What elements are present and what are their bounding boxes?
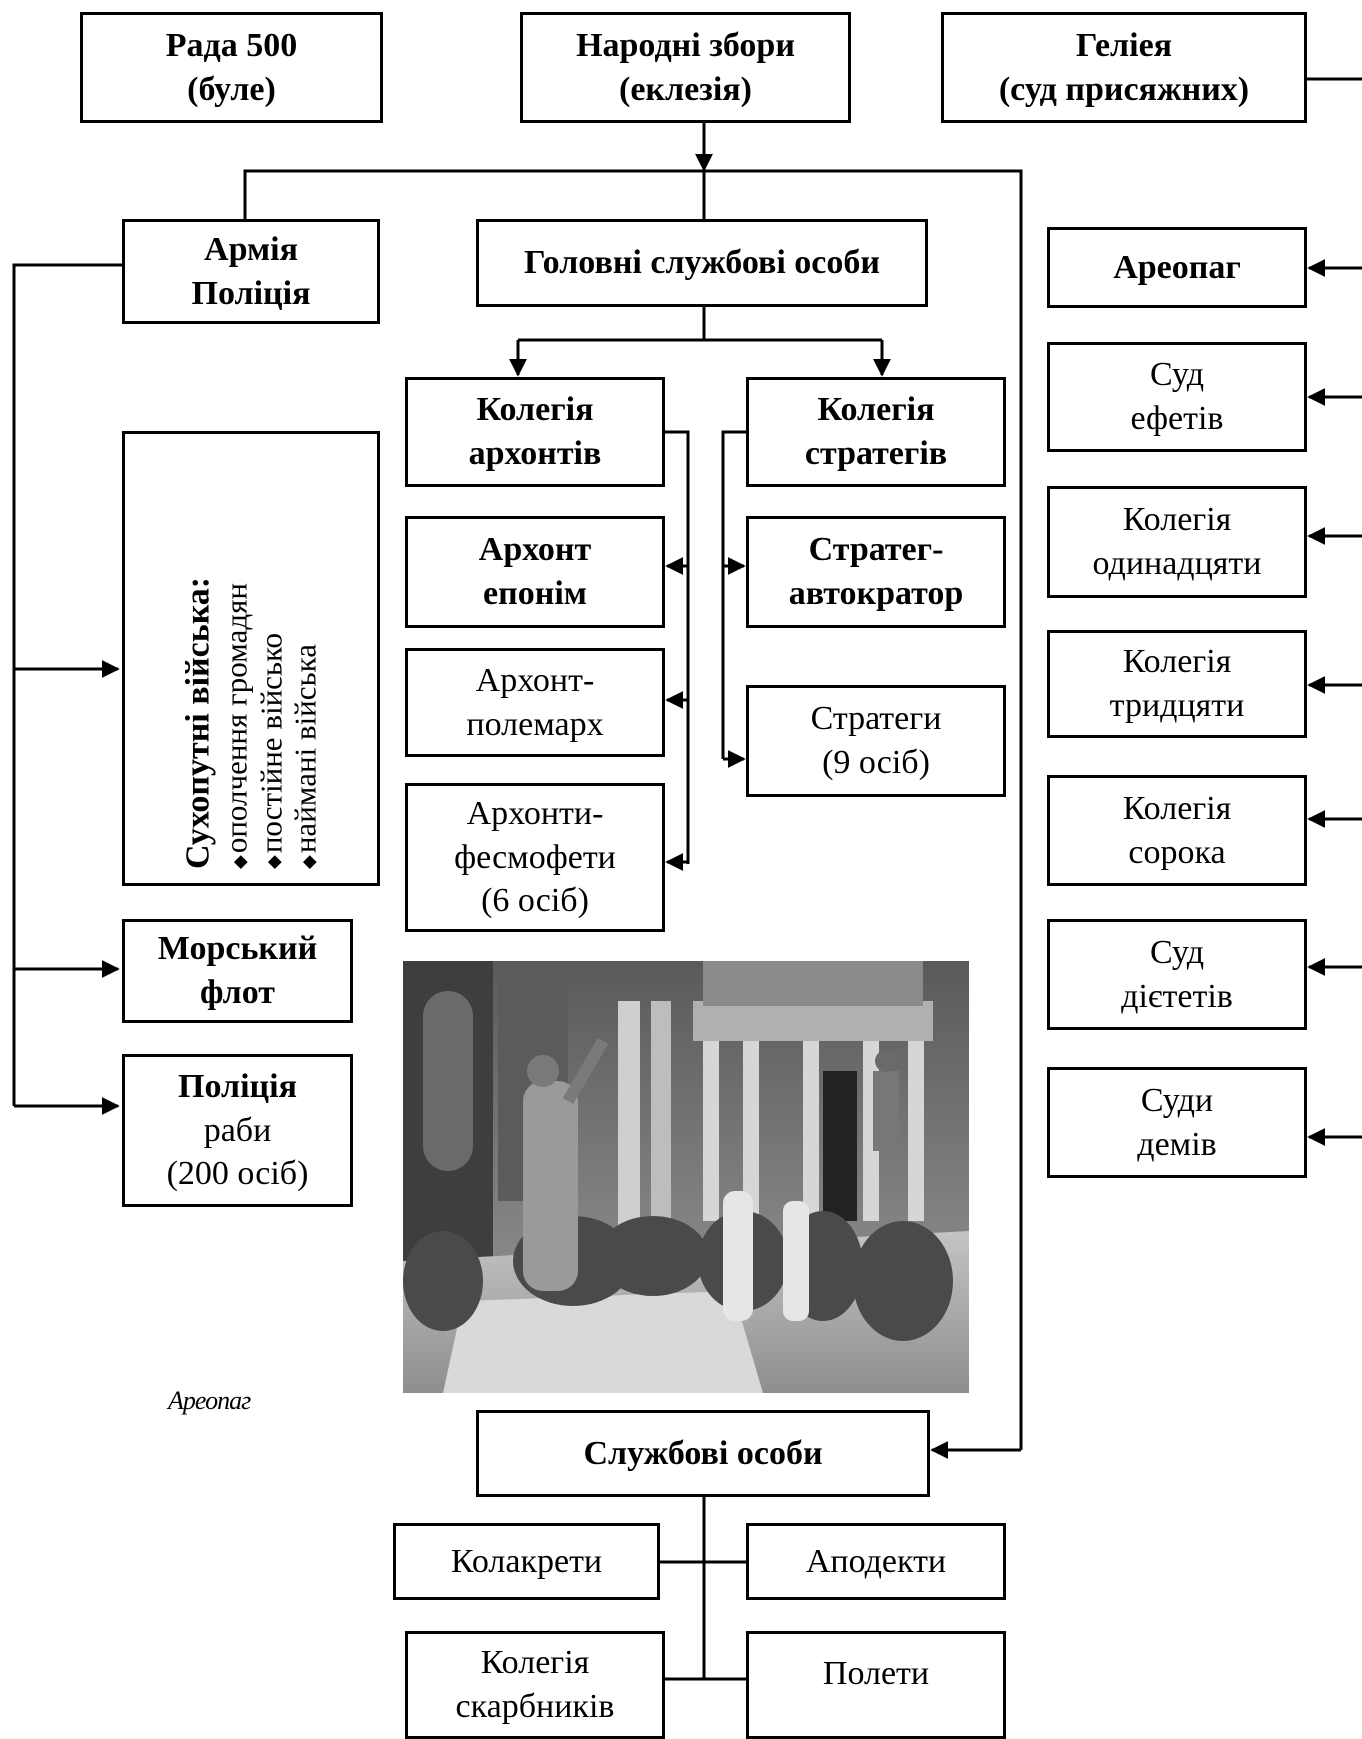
forty-line-1: Колегія bbox=[1122, 789, 1232, 827]
thesmothetai-line-2: фесмофети bbox=[454, 838, 616, 876]
service-title: Службові особи bbox=[583, 1434, 823, 1472]
land-forces-item-2: постійне військо bbox=[253, 632, 289, 853]
ekklesia-box: Народні збори (еклезія) bbox=[520, 12, 851, 123]
autokrator-line-1: Стратег- bbox=[808, 531, 944, 569]
apodektai-label: Аподекти bbox=[805, 1542, 947, 1580]
areopagus-label: Ареопаг bbox=[1113, 248, 1241, 286]
forty-line-2: сорока bbox=[1128, 833, 1226, 871]
ephetai-court-box: Суд ефетів bbox=[1047, 342, 1307, 452]
college-thirty-box: Колегія тридцяти bbox=[1047, 630, 1307, 738]
police-title: Поліція bbox=[178, 1068, 297, 1106]
areopagus-box: Ареопаг bbox=[1047, 227, 1307, 308]
army-line-2: Поліція bbox=[191, 274, 311, 312]
kolakretai-label: Колакрети bbox=[450, 1542, 603, 1580]
archons-line-2: архонтів bbox=[468, 435, 602, 472]
rada-line-1: Рада 500 bbox=[165, 26, 298, 64]
areopagus-painting-image bbox=[403, 961, 969, 1393]
thesmothetai-line-1: Архонти- bbox=[466, 795, 604, 833]
college-forty-box: Колегія сорока bbox=[1047, 775, 1307, 886]
archon-eponym-box: Архонт епонім bbox=[405, 516, 665, 628]
heliaia-line-1: Геліея bbox=[1075, 26, 1173, 64]
army-police-box: Армія Поліція bbox=[122, 219, 380, 324]
eleven-line-1: Колегія bbox=[1122, 501, 1232, 539]
land-forces-title: Сухопутні війська: bbox=[179, 576, 217, 869]
strategoi-line-1: Колегія bbox=[817, 391, 935, 429]
fleet-line-2: флот bbox=[199, 974, 275, 1011]
kolakretai-box: Колакрети bbox=[393, 1523, 660, 1600]
thesmothetai-box: Архонти- фесмофети (6 осіб) bbox=[405, 783, 665, 932]
strategoi-9-box: Стратеги (9 осіб) bbox=[746, 685, 1006, 797]
ephetai-line-2: ефетів bbox=[1130, 400, 1224, 437]
diamond-bullet-icon: ◆ bbox=[229, 854, 250, 869]
treasurers-college-box: Колегія скарбників bbox=[405, 1631, 665, 1739]
land-forces-item-1: ополчення громадян bbox=[218, 582, 254, 853]
diamond-bullet-icon: ◆ bbox=[263, 854, 284, 869]
diaitetai-line-1: Суд bbox=[1150, 933, 1204, 971]
eponym-line-2: епонім bbox=[483, 575, 587, 612]
strategos-autokrator-box: Стратег- автократор bbox=[746, 516, 1006, 628]
apodektai-box: Аподекти bbox=[746, 1523, 1006, 1600]
college-eleven-box: Колегія одинадцяти bbox=[1047, 486, 1307, 598]
poletai-label: Полети bbox=[822, 1655, 930, 1692]
archons-line-1: Колегія bbox=[476, 391, 594, 429]
thirty-line-1: Колегія bbox=[1122, 643, 1232, 681]
polemarch-line-2: полемарх bbox=[466, 705, 604, 743]
land-forces-item: ◆постійне військо bbox=[253, 449, 289, 869]
service-officials-box: Службові особи bbox=[476, 1410, 930, 1497]
strategi9-line-2: (9 осіб) bbox=[822, 744, 930, 781]
fleet-line-1: Морський bbox=[157, 930, 318, 968]
strategoi-line-2: стратегів bbox=[804, 435, 948, 472]
thirty-line-2: тридцяти bbox=[1109, 687, 1245, 724]
police-line-1: раби bbox=[203, 1111, 272, 1149]
demes-line-2: демів bbox=[1137, 1125, 1217, 1163]
ekklesia-line-2: (еклезія) bbox=[619, 70, 752, 108]
ephetai-line-1: Суд bbox=[1150, 356, 1204, 394]
police-box: Поліція раби (200 осіб) bbox=[122, 1054, 353, 1207]
heliaia-box: Геліея (суд присяжних) bbox=[941, 12, 1307, 123]
rada-line-2: (буле) bbox=[187, 70, 276, 108]
diaitetai-court-box: Суд дієтетів bbox=[1047, 919, 1307, 1030]
autokrator-line-2: автократор bbox=[788, 575, 964, 612]
thesmothetai-line-3: (6 осіб) bbox=[481, 882, 589, 920]
eleven-line-2: одинадцяти bbox=[1092, 545, 1262, 582]
archons-college-box: Колегія архонтів bbox=[405, 377, 665, 487]
deme-courts-box: Суди демів bbox=[1047, 1067, 1307, 1178]
archon-polemarch-box: Архонт- полемарх bbox=[405, 648, 665, 757]
strategi9-line-1: Стратеги bbox=[810, 700, 942, 738]
land-forces-item: ◆наймані війська bbox=[287, 449, 324, 869]
rada-500-box: Рада 500 (буле) bbox=[80, 12, 383, 123]
poletai-box: Полети bbox=[746, 1631, 1006, 1739]
police-line-2: (200 осіб) bbox=[166, 1155, 309, 1193]
main-officials-label: Головні службові особи bbox=[524, 244, 880, 282]
land-forces-item-3: наймані війська bbox=[287, 643, 323, 853]
army-line-1: Армія bbox=[204, 230, 298, 268]
fleet-box: Морський флот bbox=[122, 919, 353, 1023]
diaitetai-line-2: дієтетів bbox=[1121, 977, 1233, 1015]
treasurers-line-2: скарбників bbox=[455, 1688, 615, 1725]
strategoi-college-box: Колегія стратегів bbox=[746, 377, 1006, 487]
eponym-line-1: Архонт bbox=[478, 531, 592, 569]
demes-line-1: Суди bbox=[1140, 1081, 1214, 1119]
painting-caption: Ареопаг bbox=[168, 1386, 251, 1415]
land-forces-item: ◆ополчення громадян bbox=[218, 449, 254, 869]
ekklesia-line-1: Народні збори bbox=[576, 26, 795, 64]
polemarch-line-1: Архонт- bbox=[475, 661, 595, 699]
heliaia-line-2: (суд присяжних) bbox=[998, 70, 1250, 108]
treasurers-line-1: Колегія bbox=[480, 1644, 590, 1682]
land-forces-box: Сухопутні війська: ◆ополчення громадян ◆… bbox=[122, 431, 380, 886]
diamond-bullet-icon: ◆ bbox=[298, 854, 319, 869]
main-officials-box: Головні службові особи bbox=[476, 219, 928, 307]
